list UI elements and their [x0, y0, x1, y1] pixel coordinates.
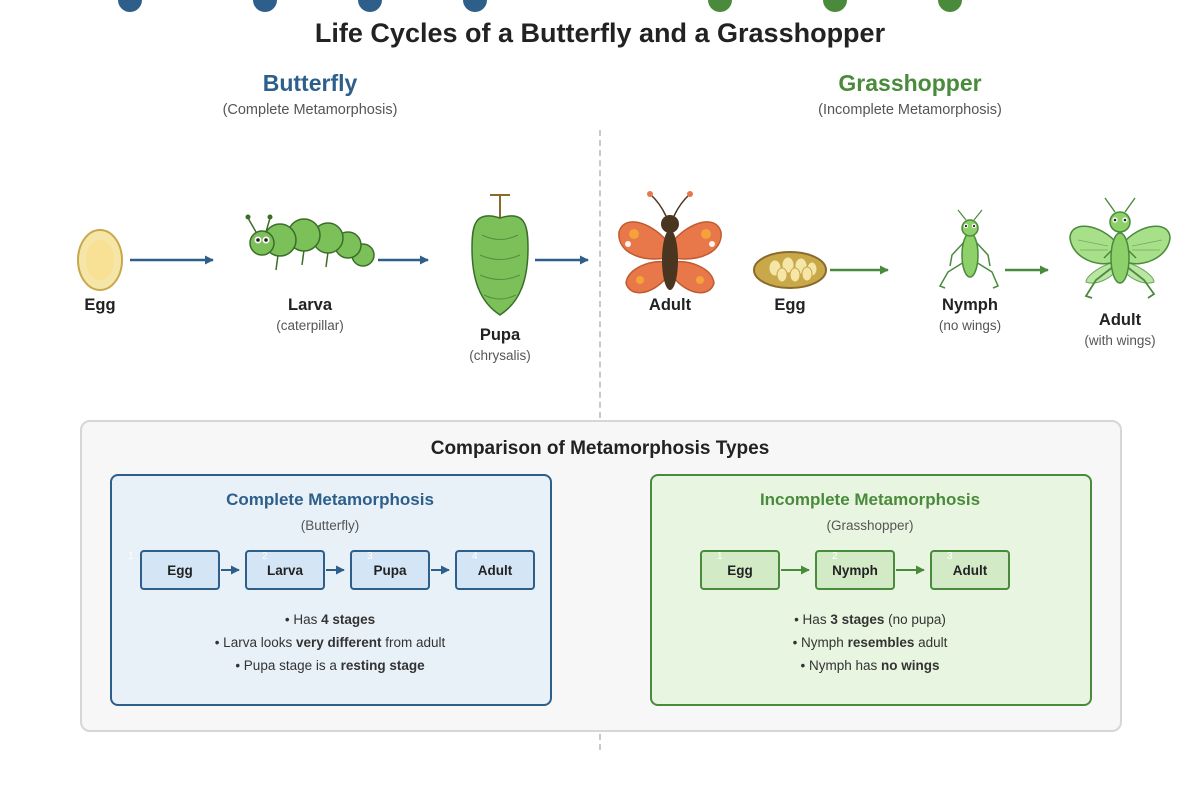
incomplete-subtitle: (Grasshopper)	[826, 518, 914, 533]
step-box-larva: Larva	[245, 550, 325, 590]
chrysalis-icon	[471, 194, 529, 316]
butterfly-pupa-sublabel: (chrysalis)	[469, 348, 531, 363]
decor-dot	[358, 0, 382, 12]
complete-title: Complete Metamorphosis	[226, 490, 434, 509]
step-box-adult: Adult	[930, 550, 1010, 590]
grasshopper-nymph-label: Nymph	[942, 296, 998, 314]
step-label: Egg	[167, 562, 193, 578]
step-box-pupa: Pupa	[350, 550, 430, 590]
step-label: Adult	[477, 562, 513, 578]
butterfly-larva-sublabel: (caterpillar)	[276, 318, 344, 333]
incomplete-metamorphosis-card	[650, 474, 1092, 706]
step-label: Egg	[727, 562, 753, 578]
complete-subtitle: (Butterfly)	[300, 518, 360, 533]
butterfly-heading: Butterfly	[262, 70, 358, 96]
step-box-egg: Egg	[700, 550, 780, 590]
step-label: Larva	[266, 562, 304, 578]
step-number: 4	[472, 551, 478, 562]
complete-metamorphosis-card	[110, 474, 552, 706]
decor-dot	[708, 0, 732, 12]
step-number: 2	[832, 551, 838, 562]
incomplete-bullet: • Nymph has no wings	[800, 658, 940, 673]
page-title: Life Cycles of a Butterfly and a Grassho…	[314, 18, 886, 48]
butterfly-subheading: (Complete Metamorphosis)	[222, 102, 398, 118]
comparison-title: Comparison of Metamorphosis Types	[430, 438, 770, 459]
grasshopper-nymph-sublabel: (no wings)	[938, 318, 1002, 333]
step-box-egg: Egg	[140, 550, 220, 590]
grasshopper-adult-sublabel: (with wings)	[1084, 333, 1156, 348]
incomplete-bullet: • Nymph resembles adult	[792, 635, 948, 650]
nymph-icon	[938, 209, 999, 289]
grasshopper-adult-label: Adult	[1098, 311, 1142, 329]
step-number: 2	[262, 551, 268, 562]
decor-dot	[463, 0, 487, 12]
decor-dot	[823, 0, 847, 12]
butterfly-egg-label: Egg	[84, 296, 116, 314]
complete-bullet: • Has 4 stages	[284, 612, 376, 627]
butterfly-adult-label: Adult	[648, 296, 692, 314]
butterfly-larva-label: Larva	[287, 296, 333, 314]
complete-bullet: • Larva looks very different from adult	[214, 635, 446, 650]
grasshopper-subheading: (Incomplete Metamorphosis)	[818, 102, 1002, 118]
grasshopper-adult-icon	[1069, 197, 1171, 299]
grasshopper-egg-label: Egg	[774, 296, 806, 314]
grasshopper-heading: Grasshopper	[838, 70, 982, 96]
step-number: 1	[128, 551, 134, 562]
decor-dot	[118, 0, 142, 12]
caterpillar-icon	[245, 214, 375, 271]
decor-dot	[938, 0, 962, 12]
butterfly-pupa-label: Pupa	[479, 326, 521, 344]
incomplete-title: Incomplete Metamorphosis	[759, 490, 981, 509]
grasshopper-egg-icon	[753, 251, 827, 289]
step-label: Nymph	[832, 562, 878, 578]
butterfly-adult-icon	[618, 191, 722, 294]
butterfly-egg-icon	[77, 229, 123, 291]
decor-dot	[253, 0, 277, 12]
step-label: Adult	[952, 562, 988, 578]
complete-bullet: • Pupa stage is a resting stage	[235, 658, 425, 673]
incomplete-bullet: • Has 3 stages (no pupa)	[794, 612, 946, 627]
step-number: 3	[947, 551, 953, 562]
step-number: 1	[717, 551, 723, 562]
step-box-nymph: Nymph	[815, 550, 895, 590]
step-label: Pupa	[373, 562, 407, 578]
step-box-adult: Adult	[455, 550, 535, 590]
step-flow-arrows	[221, 565, 925, 575]
step-number: 3	[367, 551, 373, 562]
life-cycle-illustrations	[77, 191, 1171, 316]
